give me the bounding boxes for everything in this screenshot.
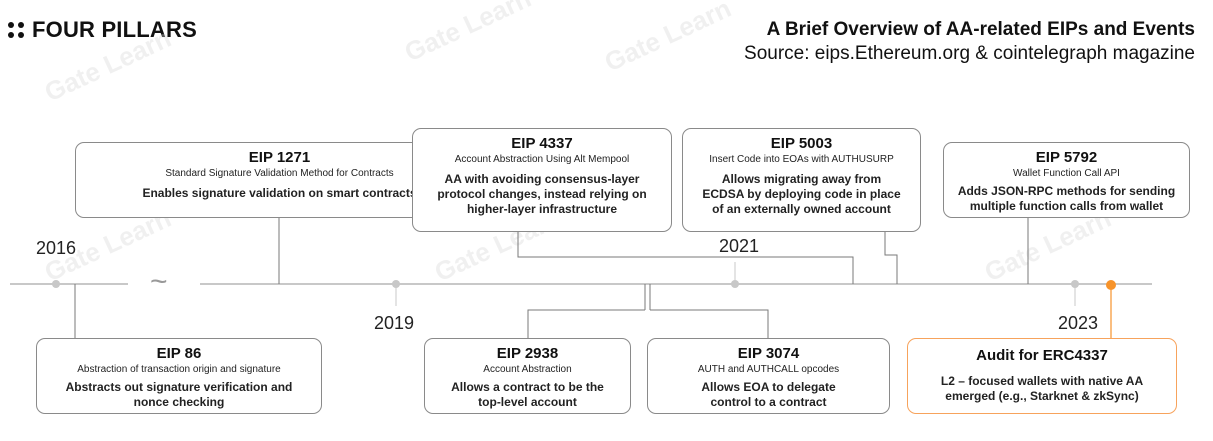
card-eip2938: EIP 2938 Account Abstraction Allows a co… [424, 338, 631, 414]
card-description: Adds JSON-RPC methods for sending multip… [957, 184, 1176, 213]
year-label-2021: 2021 [719, 236, 760, 256]
card-description: Allows a contract to be the top-level ac… [451, 380, 604, 409]
card-subtitle: Standard Signature Validation Method for… [165, 168, 394, 179]
connector-eip4337 [517, 232, 854, 284]
card-title: EIP 86 [156, 345, 202, 362]
card-subtitle: AUTH and AUTHCALL opcodes [697, 364, 840, 375]
card-subtitle: Account Abstraction Using Alt Mempool [454, 154, 630, 165]
card-eip5792: EIP 5792 Wallet Function Call API Adds J… [943, 142, 1190, 218]
card-title: EIP 3074 [737, 345, 800, 362]
year-label-2023: 2023 [1058, 313, 1099, 333]
timeline-break-symbol: ~ [150, 265, 168, 298]
connector-eip3074 [650, 309, 769, 338]
card-title: Audit for ERC4337 [976, 347, 1108, 364]
card-subtitle: Wallet Function Call API [1013, 168, 1120, 179]
dot-2016 [52, 280, 60, 288]
card-eip5003: EIP 5003 Insert Code into EOAs with AUTH… [682, 128, 921, 232]
card-description: L2 – focused wallets with native AA emer… [940, 374, 1144, 403]
page-title: A Brief Overview of AA-related EIPs and … [766, 19, 1195, 40]
card-eip3074: EIP 3074 AUTH and AUTHCALL opcodes Allow… [647, 338, 890, 414]
logo-dots-icon [8, 22, 24, 38]
card-title: EIP 1271 [248, 149, 311, 166]
card-description: Enables signature validation on smart co… [142, 186, 417, 200]
card-subtitle: Account Abstraction [483, 364, 572, 375]
card-title: EIP 5003 [770, 135, 833, 152]
card-title: EIP 2938 [496, 345, 559, 362]
card-description: Abstracts out signature verification and… [65, 380, 293, 409]
dot-audit-event [1106, 280, 1116, 290]
card-title: EIP 4337 [511, 135, 573, 152]
connector-eip2938 [527, 309, 645, 338]
year-label-2019: 2019 [374, 313, 415, 333]
card-audit-erc4337: Audit for ERC4337 L2 – focused wallets w… [907, 338, 1177, 414]
card-description: Allows EOA to delegate control to a cont… [701, 380, 836, 409]
year-label-2016: 2016 [36, 238, 77, 258]
card-subtitle: Insert Code into EOAs with AUTHUSURP [709, 154, 894, 165]
card-eip4337: EIP 4337 Account Abstraction Using Alt M… [412, 128, 672, 232]
connector-eip5003 [884, 232, 898, 284]
source-note: Source: eips.Ethereum.org & cointelegrap… [744, 43, 1195, 64]
logo-text: FOUR PILLARS [32, 17, 197, 42]
four-pillars-logo: FOUR PILLARS [8, 17, 197, 43]
card-description: Allows migrating away from ECDSA by depl… [702, 172, 901, 216]
card-eip86: EIP 86 Abstraction of transaction origin… [36, 338, 322, 414]
card-title: EIP 5792 [1035, 149, 1098, 166]
card-subtitle: Abstraction of transaction origin and si… [77, 364, 281, 375]
card-description: AA with avoiding consensus-layer protoco… [437, 172, 647, 216]
